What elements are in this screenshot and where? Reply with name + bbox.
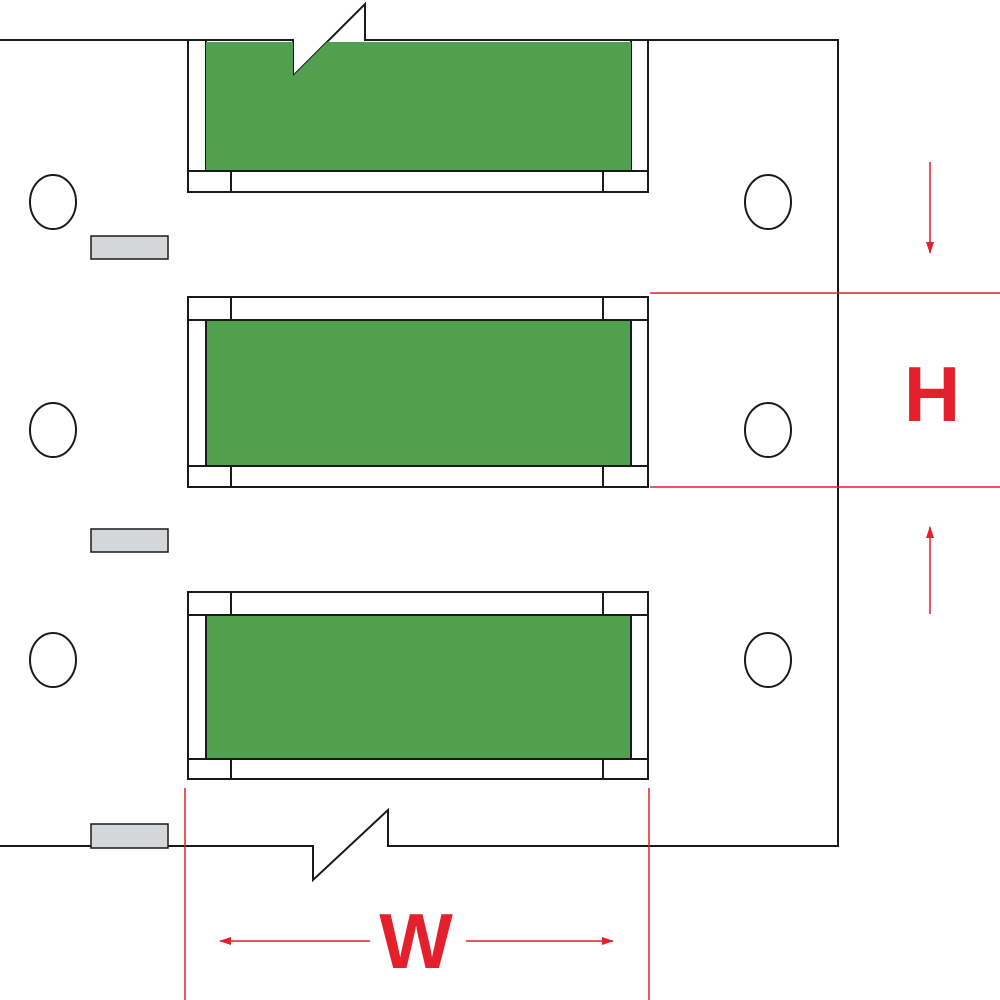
left-sprocket-hole-1 — [29, 174, 77, 230]
width-label: W — [379, 897, 453, 985]
height-label: H — [904, 350, 960, 438]
label-2 — [187, 296, 649, 488]
label-1-print-area — [206, 42, 631, 170]
height-dimension: H — [650, 162, 1000, 614]
width-dimension: W — [184, 788, 650, 1000]
left-sprocket-hole-2 — [29, 402, 77, 458]
label-3-print-area — [205, 614, 632, 760]
label-1 — [187, 40, 649, 193]
right-sprocket-hole-2 — [744, 402, 792, 458]
label-3 — [187, 591, 649, 780]
registration-tab-2 — [90, 528, 169, 553]
label-2-print-area — [205, 319, 632, 467]
right-sprocket-hole-3 — [744, 632, 792, 688]
registration-tab-3 — [90, 823, 169, 849]
registration-tab-1 — [90, 235, 169, 260]
left-sprocket-hole-3 — [29, 632, 77, 688]
right-sprocket-hole-1 — [744, 174, 792, 230]
